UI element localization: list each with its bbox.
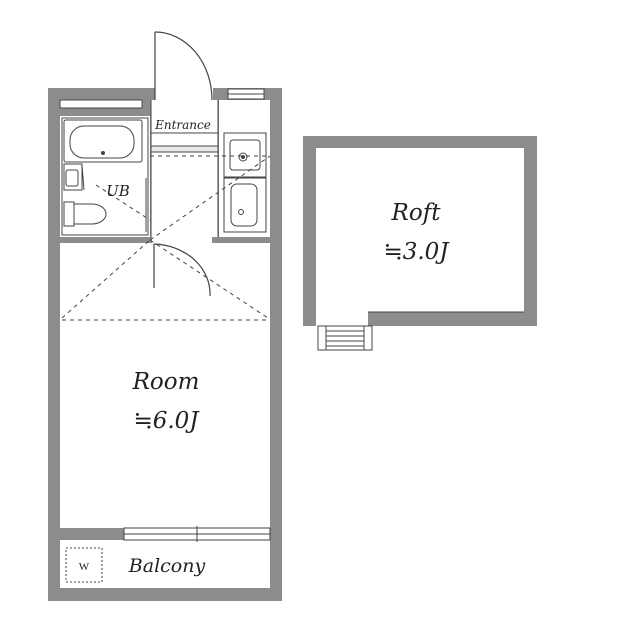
apartment-walls bbox=[48, 86, 282, 601]
stove bbox=[223, 132, 267, 178]
loft-size: ≒3.0J bbox=[383, 239, 450, 265]
dashed-lines bbox=[61, 155, 271, 321]
loft-label: Roft bbox=[391, 200, 442, 226]
top-shelf bbox=[59, 99, 143, 109]
loft-opening bbox=[316, 312, 368, 326]
kitchen bbox=[223, 132, 267, 233]
room-door bbox=[153, 243, 211, 297]
entrance-area bbox=[151, 100, 218, 237]
unit-bath-label: UB bbox=[106, 182, 130, 200]
room-label: Room bbox=[132, 369, 200, 395]
washer-space bbox=[65, 547, 103, 583]
room-door-gap bbox=[152, 236, 212, 244]
loft-ladder bbox=[317, 325, 373, 351]
entrance-door bbox=[154, 31, 213, 101]
entrance-label: Entrance bbox=[154, 118, 211, 132]
loft-interior bbox=[316, 148, 524, 312]
sink bbox=[223, 177, 267, 233]
kitchen-area bbox=[219, 100, 270, 237]
entrance-partitions bbox=[150, 100, 219, 237]
balcony-label: Balcony bbox=[128, 555, 206, 577]
room-size: ≒6.0J bbox=[133, 408, 200, 434]
washer-label: W bbox=[79, 561, 90, 573]
bathtub bbox=[63, 119, 143, 163]
unit-bath bbox=[61, 117, 149, 236]
washbasin bbox=[63, 163, 83, 191]
door-opening bbox=[155, 86, 213, 102]
room-area bbox=[60, 243, 270, 528]
loft bbox=[303, 136, 537, 351]
